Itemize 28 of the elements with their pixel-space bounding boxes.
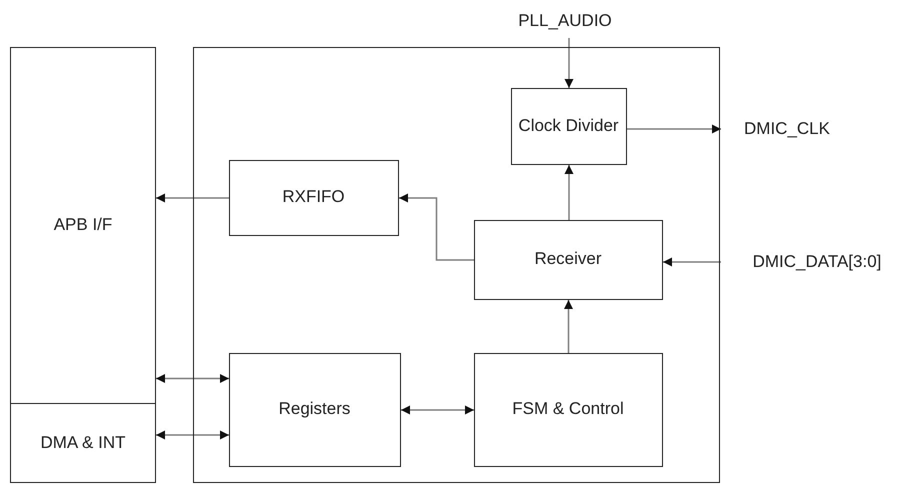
block-box — [228, 352, 400, 466]
block-box — [474, 352, 662, 466]
block-box — [10, 403, 156, 483]
arrow — [156, 374, 229, 383]
block-box — [510, 88, 626, 164]
arrow — [399, 194, 474, 261]
signal-label: DMIC_DATA[3:0] — [752, 250, 882, 273]
arrow — [156, 194, 229, 202]
block-label: DMA & INT — [40, 432, 126, 454]
block-box — [474, 220, 662, 300]
arrow — [663, 258, 721, 266]
signal-label: PLL_AUDIO — [518, 10, 612, 32]
arrow — [401, 406, 474, 414]
arrow — [156, 430, 229, 440]
block-label: APB I/F — [54, 214, 112, 236]
arrow — [564, 300, 573, 353]
block-label: RXFIFO — [282, 186, 345, 208]
block-box — [10, 47, 156, 404]
block-label: FSM & Control — [512, 398, 624, 420]
signal-label: DMIC_CLK — [744, 118, 830, 140]
block-box — [193, 47, 720, 483]
block-label: Clock Divider — [518, 114, 619, 137]
arrow — [627, 124, 721, 134]
block-label: Registers — [278, 398, 350, 420]
block-label: Receiver — [534, 248, 602, 270]
arrow — [564, 165, 574, 220]
arrow — [564, 38, 574, 88]
block-box — [228, 160, 398, 236]
